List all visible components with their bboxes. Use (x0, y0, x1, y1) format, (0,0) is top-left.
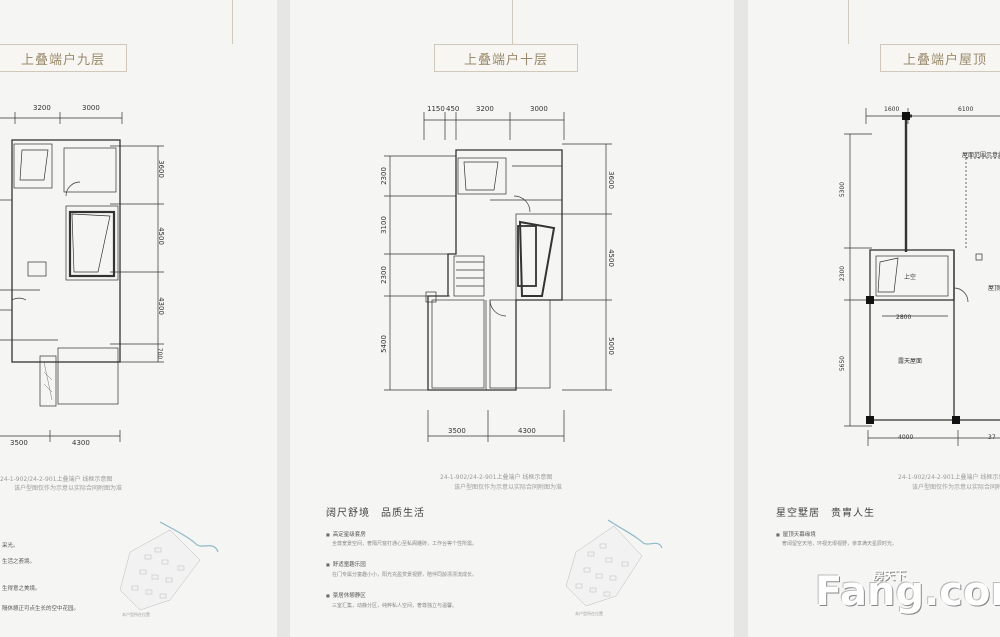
side-item-3: 生得意之美境。 (2, 586, 41, 592)
dim-top-2: 3000 (82, 104, 100, 112)
watermark-cn: 房天下 (873, 569, 906, 582)
roof-plan-drawing (844, 108, 1000, 446)
floorplan-panel-tenth-floor: 上叠端户十层 (290, 0, 734, 637)
highlight-1-head: 高定星级套房 (326, 530, 366, 538)
slogan: 星空墅居 贵胄人生 (776, 508, 875, 519)
slogan: 阔尺舒境 品质生活 (326, 508, 425, 519)
dim-top-1: 1150 (427, 105, 445, 113)
dim-top-1: 1600 (884, 106, 900, 113)
room-label-roof: 屋顶 (988, 285, 1000, 292)
dim-top-3: 3200 (476, 105, 494, 113)
dim-top-2: 450 (446, 105, 460, 113)
dim-bottom-2: 4300 (72, 439, 90, 447)
caption-line-1: 24-1-902/24-2-901上叠端户 线框示意图 (0, 476, 113, 483)
panel-title: 上叠端户十层 (434, 44, 578, 72)
title-hanger (512, 0, 513, 44)
side-item-4: 隔休憩正可点生长的空中花园。 (2, 606, 80, 612)
tenth-floor-plan-drawing (384, 112, 612, 442)
floorplan-panel-ninth-floor: 上叠端户九层 (0, 0, 277, 637)
dim-top-4: 3000 (530, 105, 548, 113)
site-location-label: 本户型所在位置 (575, 611, 603, 616)
dim-bottom-2: 4300 (518, 427, 536, 435)
fang-watermark: Fang.com 房天下 (815, 569, 1000, 615)
caption-line-2: 该户型图仅作为示意以实际合同附图为准 (454, 484, 563, 491)
watermark-brand: Fang.com (815, 569, 1000, 615)
dim-left-2: 2300 (839, 265, 847, 282)
dim-bottom-1: 4000 (898, 434, 914, 441)
site-plan-map (119, 521, 219, 611)
highlight-2-desc: 在门专属分童趣小小，阳光充盈赏景视野，陪伴同龄漂漂流成长。 (332, 572, 478, 578)
ninth-floor-plan-drawing (0, 112, 164, 442)
caption-line-2: 该户型图仅作为示意以实际合同附图为准 (912, 484, 1000, 491)
dim-bottom-1: 3500 (10, 439, 28, 447)
highlight-2-head: 舒适童趣乐园 (326, 560, 366, 568)
side-item-1: 采光。 (2, 543, 19, 549)
highlight-1-desc: 奢阔留空天地，环视无垠视野，亲享满天星辰时光。 (782, 541, 898, 547)
highlight-1-desc: 全尊宽景空间，奢隔尺窗打通心至私阁雕砖，工作台等个性所需。 (332, 541, 478, 547)
panel-title: 上叠端户九层 (0, 44, 127, 72)
highlight-3-desc: 三室汇集，动静分区，纯粹私人空间，奢尊独立与温馨。 (332, 603, 458, 609)
room-label-roof-boundary: 屋面范围示意线 (962, 152, 1000, 159)
dim-top-1: 3200 (33, 104, 51, 112)
title-hanger (848, 0, 849, 44)
room-label-open-roof: 露天屋面 (898, 358, 923, 365)
dim-left-1: 5300 (839, 181, 847, 198)
caption-line-2: 该户型图仅作为示意以实际合同附图为准 (14, 485, 123, 492)
title-hanger (232, 0, 233, 44)
dim-bottom-1: 3500 (448, 427, 466, 435)
floorplan-panel-roof: 上叠端户屋顶 (748, 0, 1000, 637)
room-label-void: 上空 (904, 274, 917, 281)
dim-top-2: 6100 (958, 106, 974, 113)
highlight-3-head: 豪居休憩静区 (326, 591, 366, 599)
site-location-label: 本户型所在位置 (122, 612, 150, 617)
side-item-2: 生活之荟境。 (2, 559, 36, 565)
panel-title: 上叠端户屋顶 (880, 44, 1000, 72)
site-plan-map (565, 519, 663, 607)
dim-bottom-2: 37 (988, 434, 996, 441)
inner-dim: 2800 (896, 314, 912, 321)
caption-line-1: 24-1-902/24-2-901上叠端户 线框示意图 (898, 474, 1000, 481)
dim-left-3: 5650 (839, 355, 847, 372)
caption-line-1: 24-1-902/24-2-901上叠端户 线框示意图 (440, 474, 553, 481)
highlight-1-head: 屋顶天幕缘境 (776, 530, 816, 538)
